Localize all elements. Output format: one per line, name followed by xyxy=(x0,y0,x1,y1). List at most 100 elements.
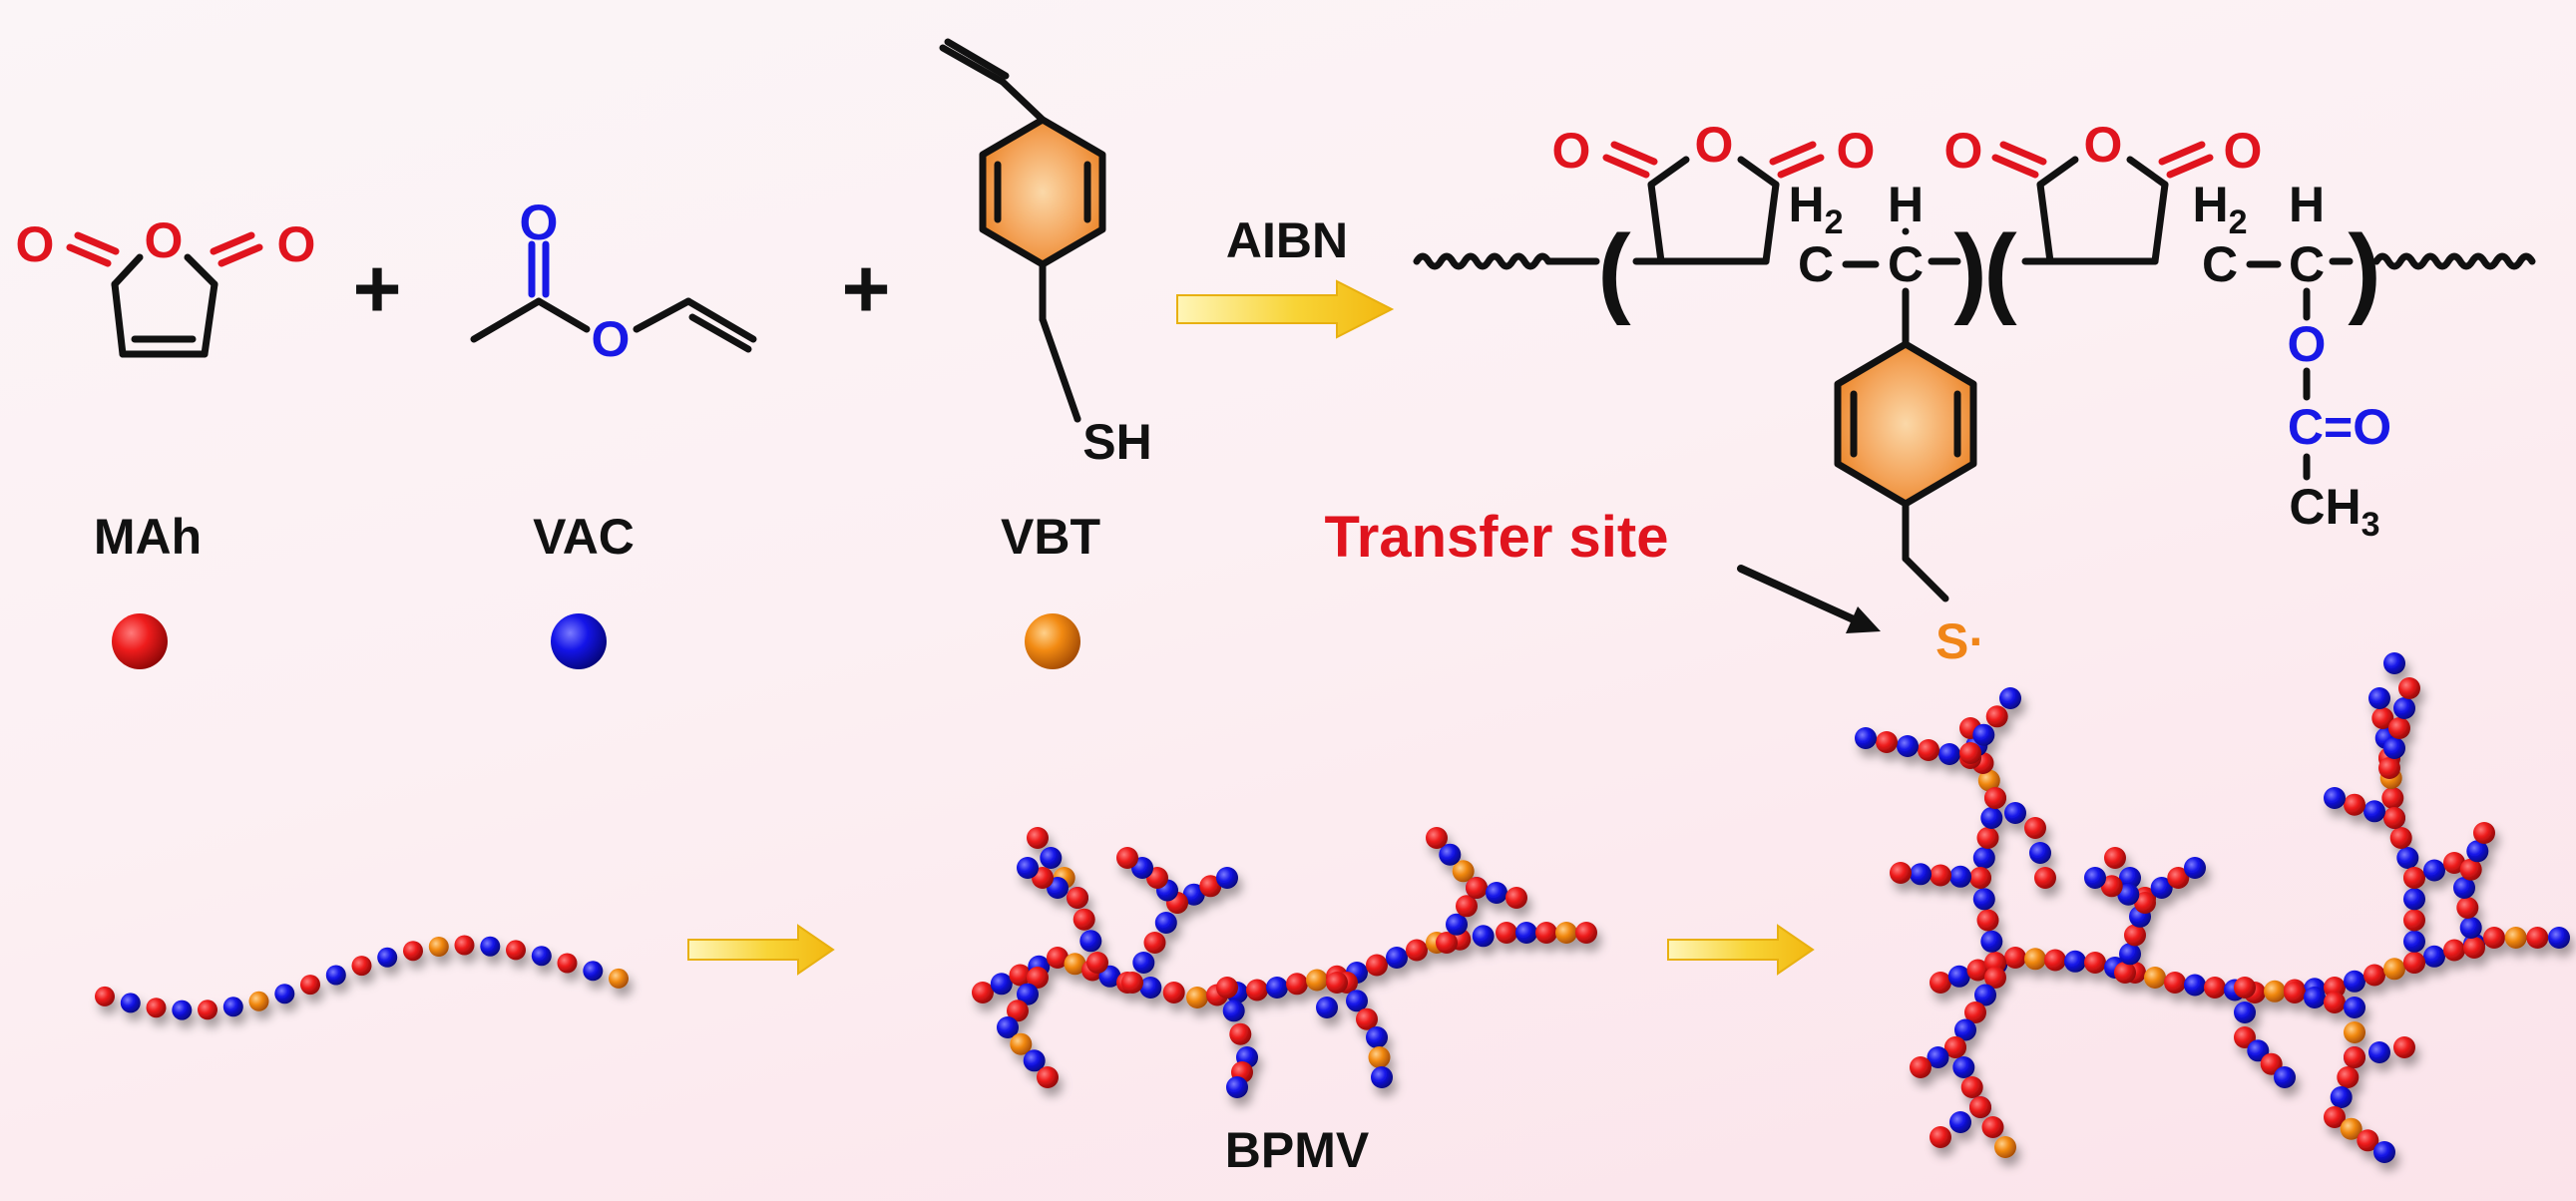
label-aibn: AIBN xyxy=(1226,212,1348,268)
polymer-unit2-ch2-h: H2 xyxy=(2192,177,2247,241)
bead xyxy=(2337,1066,2360,1088)
bead xyxy=(2504,927,2527,949)
bead xyxy=(1139,977,1162,999)
bead xyxy=(2383,652,2405,674)
bead xyxy=(2344,793,2365,816)
bead xyxy=(1890,862,1912,884)
bead xyxy=(1436,932,1458,954)
bead xyxy=(1371,1066,1393,1088)
bead xyxy=(2264,980,2286,1002)
bead xyxy=(2368,1041,2390,1063)
bead xyxy=(2034,867,2056,889)
bead xyxy=(1949,865,1971,888)
polymer-unit1-carbon-a: C xyxy=(1798,236,1834,292)
bead xyxy=(2324,1106,2346,1128)
bead xyxy=(2378,757,2400,779)
bead xyxy=(2403,909,2425,932)
label-bpmv: BPMV xyxy=(1225,1122,1370,1178)
bead xyxy=(2383,737,2405,759)
bead xyxy=(2184,974,2206,997)
bead xyxy=(2084,952,2106,974)
polymer-unit1-carbonyl-oxygen-left: O xyxy=(1552,123,1591,179)
bead xyxy=(2117,883,2140,906)
bead xyxy=(1356,1007,1378,1030)
bead xyxy=(2443,939,2465,962)
bead xyxy=(1964,1001,1986,1023)
bead xyxy=(1452,860,1475,883)
bead xyxy=(1947,965,1970,988)
bead xyxy=(1007,1000,1029,1022)
bead xyxy=(120,993,141,1013)
bead xyxy=(1222,1000,1245,1022)
bead xyxy=(2403,867,2425,889)
bead xyxy=(2024,817,2046,839)
bead xyxy=(2164,972,2186,994)
bead xyxy=(2004,802,2026,824)
bead xyxy=(1326,972,1348,994)
bead xyxy=(274,984,295,1004)
bead xyxy=(1999,687,2021,709)
bead xyxy=(1027,967,1049,989)
bead xyxy=(2124,924,2146,947)
bead xyxy=(506,940,526,961)
bead xyxy=(480,936,501,957)
bead xyxy=(248,991,269,1011)
bead xyxy=(2383,807,2405,829)
bead xyxy=(2260,1052,2283,1075)
bead xyxy=(1366,954,1388,977)
bead xyxy=(1974,984,1996,1006)
bead xyxy=(1366,1026,1388,1048)
bead xyxy=(2368,687,2390,709)
bead xyxy=(2119,867,2141,889)
bead xyxy=(1930,1126,1951,1148)
bead xyxy=(2388,717,2410,739)
bead xyxy=(2004,947,2026,969)
polymer-unit2-carbon-a: C xyxy=(2202,236,2238,292)
bead xyxy=(1426,827,1448,849)
bead xyxy=(583,961,604,982)
bead xyxy=(1116,847,1138,869)
mah-carbonyl-oxygen-right: O xyxy=(277,216,316,272)
bead xyxy=(2044,949,2066,972)
hyperbranched-copolymer xyxy=(1855,652,2570,1163)
growth-arrow-1 xyxy=(687,924,835,976)
bead xyxy=(2473,822,2495,844)
bead xyxy=(2134,892,2156,914)
plus-sign-1: + xyxy=(352,241,401,335)
bead xyxy=(2453,877,2475,899)
label-transfer-site: Transfer site xyxy=(1325,505,1669,570)
bead xyxy=(198,1000,217,1020)
bead xyxy=(557,953,578,974)
bead xyxy=(1985,705,2008,728)
bead xyxy=(2150,877,2173,899)
bead xyxy=(1910,863,1932,886)
bead xyxy=(2548,927,2570,949)
polymer-unit2-ch-h: H xyxy=(2289,177,2325,232)
bead xyxy=(1306,969,1328,992)
bead xyxy=(1186,987,1208,1008)
bead xyxy=(1406,939,1428,962)
label-vbt: VBT xyxy=(1001,509,1100,565)
bead xyxy=(2064,950,2086,973)
bead xyxy=(2344,970,2365,993)
bead xyxy=(1984,787,2006,809)
bead xyxy=(1229,1022,1252,1045)
bead xyxy=(1927,1046,1949,1068)
bead xyxy=(1266,977,1288,999)
bead xyxy=(403,941,423,962)
bead xyxy=(1897,735,1919,757)
bead xyxy=(1930,972,1951,994)
bead xyxy=(1216,977,1238,999)
branched-copolymer xyxy=(972,827,1597,1098)
bead xyxy=(2363,800,2385,823)
bead xyxy=(2304,987,2326,1008)
bead xyxy=(2396,847,2419,869)
bead xyxy=(1994,1136,2016,1158)
bead xyxy=(1980,807,2003,829)
bead xyxy=(1286,973,1308,996)
bead xyxy=(1017,857,1039,879)
bead xyxy=(1972,888,1995,911)
bead xyxy=(2459,917,2482,939)
transfer-site-arrow xyxy=(1737,565,1881,633)
bead xyxy=(1486,882,1507,904)
